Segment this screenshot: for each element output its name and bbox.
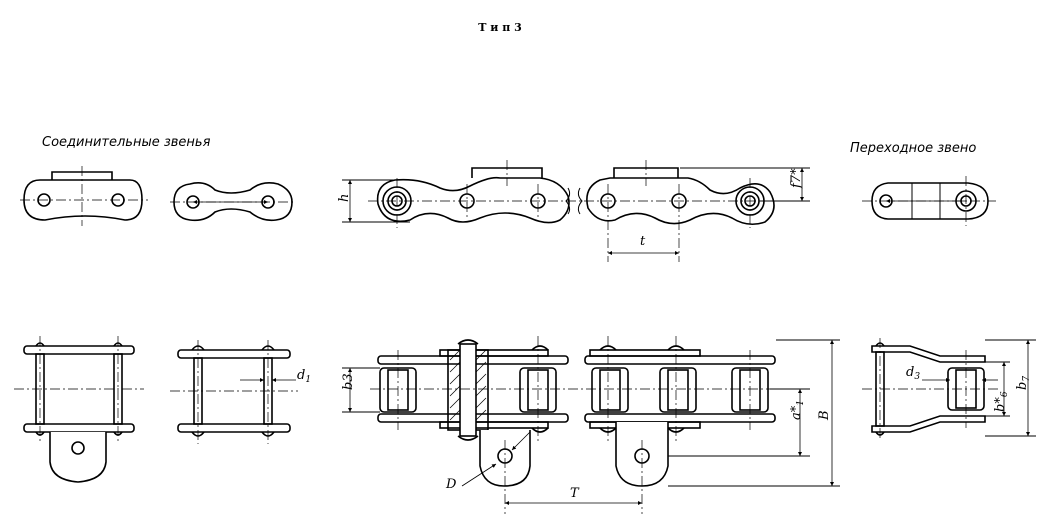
dimension-b3: b3 (341, 367, 380, 413)
dimension-B: B (668, 339, 840, 487)
label-b3: b3 (341, 373, 356, 390)
dimension-t: t (608, 234, 679, 255)
label-f7: f7* (789, 168, 804, 189)
transition-link-side (862, 176, 996, 226)
dimension-T: T (505, 486, 642, 505)
dimension-a1: a*1 (668, 388, 810, 457)
transition-link-top (862, 338, 1000, 440)
label-t: t (640, 234, 646, 249)
label-b6: b*6 (993, 391, 1010, 412)
dimension-d3: d3 (906, 365, 998, 382)
caption-connecting-links: Соединительные звенья (42, 135, 211, 150)
dimension-D: D (445, 431, 531, 492)
chain-side-view (368, 160, 790, 262)
label-d3: d3 (906, 365, 920, 382)
dimension-h: h (337, 179, 410, 223)
label-a1: a*1 (789, 400, 806, 420)
label-b7: b7 (1015, 376, 1032, 390)
connecting-link-2-side (170, 182, 296, 222)
label-B: B (817, 410, 832, 421)
caption-transition-link: Переходное звено (850, 141, 976, 156)
dimension-d1: d1 (240, 368, 311, 385)
drawing-title: Т и п 3 (478, 21, 522, 34)
dimension-f7: f7* (680, 167, 810, 202)
connecting-link-2-top (170, 340, 298, 444)
label-D: D (445, 477, 457, 492)
dimension-b7: b7 (985, 339, 1036, 437)
dimension-b6: b*6 (985, 361, 1010, 417)
label-h: h (337, 194, 352, 202)
label-d1: d1 (297, 368, 311, 385)
chain-top-view (370, 336, 790, 514)
connecting-link-1-side (20, 166, 148, 226)
label-T: T (570, 486, 580, 501)
connecting-link-1-top (14, 336, 144, 483)
